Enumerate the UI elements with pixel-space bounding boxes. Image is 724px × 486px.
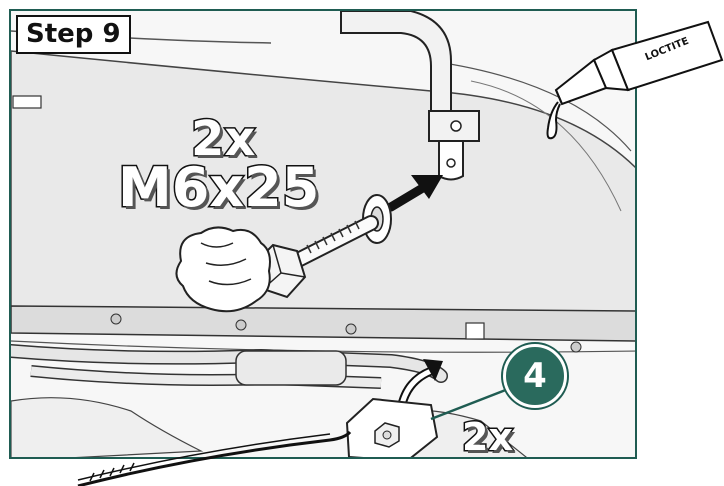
illustration-frame: 2x M6x25 (9, 9, 637, 459)
nut-quantity-label: 2x (461, 415, 515, 459)
part-number-badge: 4 (503, 344, 567, 408)
loctite-tube-icon (546, 20, 724, 140)
bolt-size-label: M6x25 (116, 156, 320, 219)
bolt-quantity-label: 2x (189, 111, 256, 167)
step-title: Step 9 (16, 15, 131, 54)
vehicle-underside-illustration (11, 11, 635, 457)
